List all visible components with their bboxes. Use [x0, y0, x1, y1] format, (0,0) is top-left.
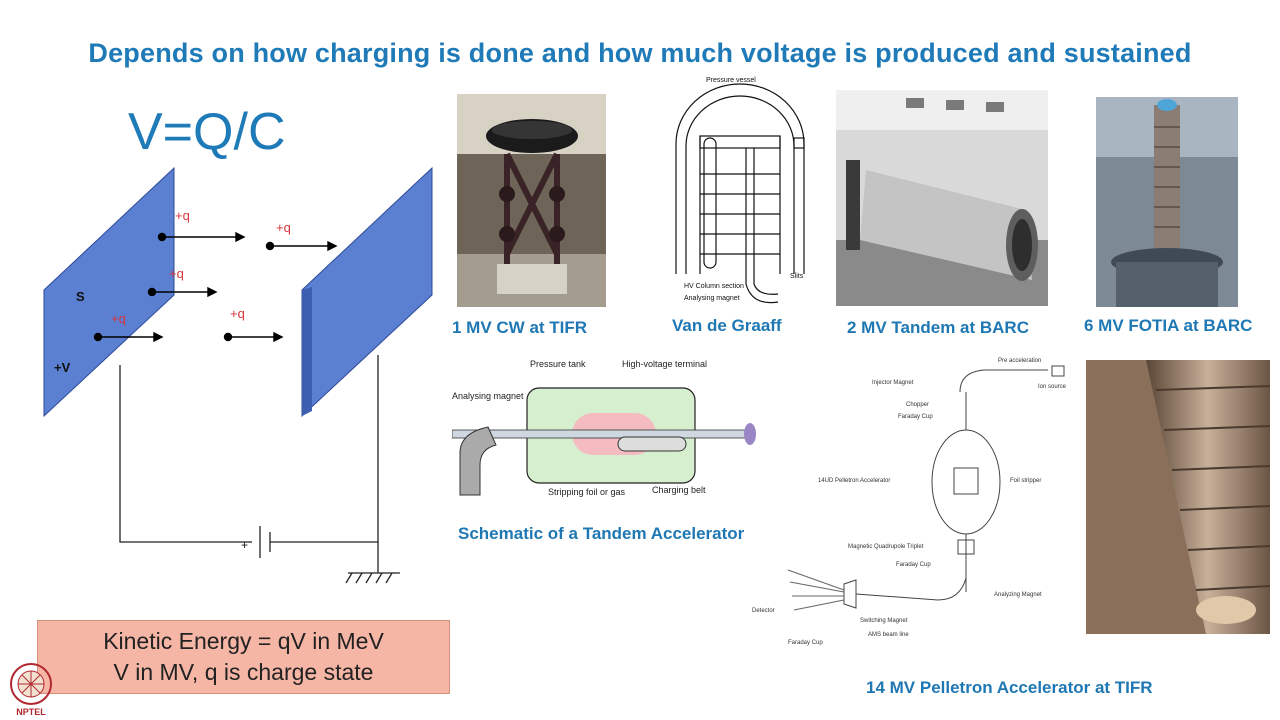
pelletron-label: Detector — [752, 608, 775, 614]
ke-line-2: V in MV, q is charge state — [113, 659, 374, 685]
left-plate — [43, 166, 175, 418]
charge-label: +q — [175, 208, 190, 223]
pelletron-label: Foil stripper — [1010, 478, 1041, 484]
pelletron-label: Magnetic Quadrupole Triplet — [848, 544, 924, 550]
pelletron-label: Chopper — [906, 402, 929, 408]
right-plate-edge — [302, 287, 312, 416]
schematic-label-stripping: Stripping foil or gas — [548, 487, 626, 497]
sketch-label-magnet: Analysing magnet — [684, 295, 740, 302]
plate-label-s: S — [76, 289, 85, 304]
charge-label: +q — [230, 306, 245, 321]
photo-caption-tandem: 2 MV Tandem at BARC — [847, 318, 1029, 337]
sketch-label-slits: Slits — [790, 273, 804, 280]
voltage-label: +V — [54, 360, 71, 375]
photo-caption-vdg: Van de Graaff — [672, 316, 782, 335]
charge-label: +q — [276, 220, 291, 235]
schematic-label-terminal: High-voltage terminal — [622, 359, 707, 369]
charge-label: +q — [169, 266, 184, 281]
photo-caption-fotia: 6 MV FOTIA at BARC — [1084, 316, 1253, 335]
charge-label: +q — [111, 311, 126, 326]
schematic-label-magnet: Analysing magnet — [452, 391, 524, 401]
capacitance-formula: V=Q/C — [128, 103, 286, 161]
pelletron-label: Switching Magnet — [860, 618, 908, 624]
nptel-logo-text: NPTEL — [16, 707, 46, 717]
accelerator-photo-icon — [457, 94, 606, 307]
schematic-caption: Schematic of a Tandem Accelerator — [458, 524, 745, 543]
slide-title: Depends on how charging is done and how … — [88, 38, 1192, 68]
pelletron-caption: 14 MV Pelletron Accelerator at TIFR — [866, 678, 1153, 697]
fotia-photo-icon — [1096, 97, 1238, 307]
pelletron-label: AMS beam line — [868, 632, 909, 638]
ke-line-1: Kinetic Energy = qV in MeV — [103, 628, 384, 654]
sketch-label-column: HV Column section — [684, 283, 744, 290]
pelletron-label: Analyzing Magnet — [994, 592, 1042, 598]
pelletron-label: Faraday Cup — [896, 562, 931, 568]
kinetic-energy-box: Kinetic Energy = qV in MeV V in MV, q is… — [37, 620, 450, 694]
pelletron-label: 14UD Pelletron Accelerator — [818, 478, 890, 484]
photo-caption-cw: 1 MV CW at TIFR — [452, 318, 588, 337]
pelletron-photo-icon — [1086, 360, 1270, 634]
nptel-logo-icon: NPTEL — [10, 663, 52, 717]
capacitor-diagram: +q +q +q +q +q S +V + — [43, 166, 433, 584]
schematic-label-belt: Charging belt — [652, 485, 706, 495]
tandem-photo-icon — [836, 90, 1048, 306]
tandem-schematic-diagram: Pressure tank High-voltage terminal Anal… — [452, 359, 756, 497]
schematic-label-tank: Pressure tank — [530, 359, 586, 369]
pelletron-layout-diagram: Pre acceleration Injector Magnet Ion sou… — [752, 358, 1067, 646]
van-de-graaff-sketch-icon: Pressure vessel HV Column section Analys… — [666, 74, 816, 312]
pelletron-label: Faraday Cup — [898, 414, 933, 420]
pelletron-label: Pre acceleration — [998, 358, 1041, 364]
right-plate — [301, 166, 433, 418]
pelletron-label: Ion source — [1038, 384, 1067, 390]
pelletron-label: Injector Magnet — [872, 380, 914, 386]
sketch-label-vessel: Pressure vessel — [706, 77, 756, 84]
battery-plus: + — [241, 538, 248, 552]
pelletron-label: Faraday Cup — [788, 640, 823, 646]
